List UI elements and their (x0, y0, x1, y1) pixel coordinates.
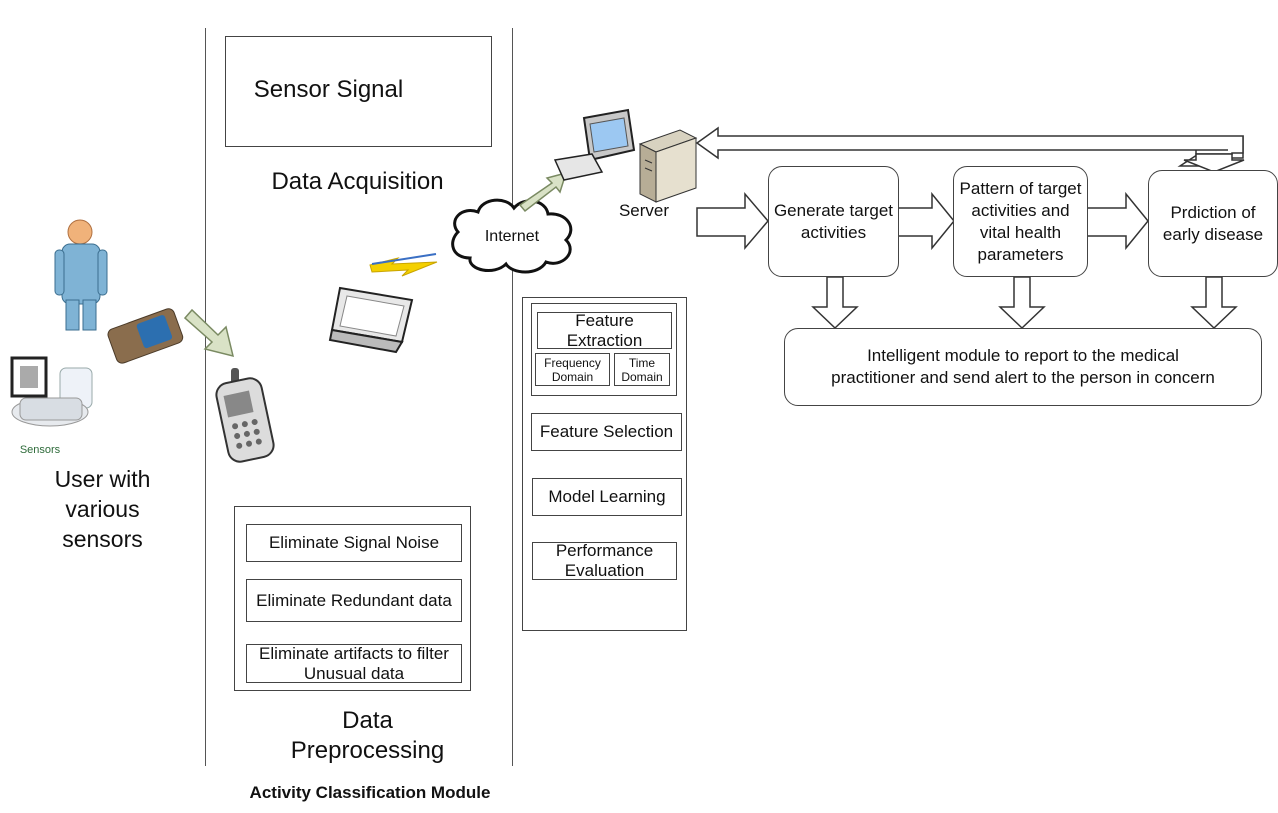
pattern-to-prediction-arrow (1086, 191, 1149, 251)
laptop-icon (328, 286, 414, 354)
frequency-domain-box: Frequency Domain (535, 353, 610, 386)
pattern-box: Pattern of target activities and vital h… (953, 166, 1088, 277)
person-icon (54, 219, 108, 331)
prediction-down-arrow (1190, 276, 1238, 330)
preprocess-step-artifacts: Eliminate artifacts to filter Unusual da… (246, 644, 462, 683)
pattern-label: Pattern of target activities and vital h… (959, 178, 1082, 264)
server-to-generate-arrow (696, 191, 769, 251)
sensors-caption: Sensors (19, 444, 61, 456)
separator-left (205, 28, 206, 766)
mobile-phone-icon (215, 368, 275, 463)
sensor-signal-box: Sensor Signal (225, 36, 492, 147)
internet-cloud-icon (451, 198, 573, 274)
feature-extraction-label: Feature Extraction (566, 310, 643, 350)
pattern-down-arrow (998, 276, 1046, 330)
user-to-phone-arrow (183, 308, 235, 358)
prediction-box: Prdiction of early disease (1148, 170, 1278, 277)
performance-evaluation-box: Performance Evaluation (532, 541, 677, 580)
feature-extraction-box: Feature Extraction (537, 310, 672, 350)
preprocess-step-redundant: Eliminate Redundant data (246, 579, 462, 622)
cloud-to-server-arrow (518, 171, 568, 213)
prediction-label: Prdiction of early disease (1162, 202, 1264, 244)
separator-right (512, 28, 513, 766)
sensors-icon (10, 356, 93, 427)
data-acquisition-title: Data Acquisition (271, 168, 444, 195)
generate-to-pattern-arrow (897, 191, 955, 251)
preprocess-step-artifacts-label: Eliminate artifacts to filter Unusual da… (259, 643, 449, 683)
time-domain-label: Time Domain (621, 355, 663, 384)
wireless-signal-icon (369, 253, 438, 277)
report-label: Intelligent module to report to the medi… (831, 346, 1215, 387)
feature-selection-label: Feature Selection (539, 422, 674, 441)
model-learning-box: Model Learning (532, 478, 682, 516)
preprocess-step-noise-label: Eliminate Signal Noise (268, 533, 440, 552)
wearable-device-icon (107, 308, 184, 364)
generate-activities-label: Generate target activities (773, 200, 894, 242)
feature-selection-box: Feature Selection (531, 413, 682, 451)
generate-activities-box: Generate target activities (768, 166, 899, 277)
time-domain-box: Time Domain (614, 353, 670, 386)
internet-label: Internet (484, 228, 540, 245)
sensor-signal-label: Sensor Signal (253, 75, 404, 103)
report-box: Intelligent module to report to the medi… (784, 328, 1262, 406)
server-label: Server (618, 201, 670, 220)
model-learning-label: Model Learning (548, 487, 666, 506)
performance-evaluation-label: Performance Evaluation (555, 541, 654, 580)
data-preprocessing-title: Data Preprocessing (290, 707, 445, 764)
preprocess-step-redundant-label: Eliminate Redundant data (256, 590, 452, 610)
preprocess-step-noise: Eliminate Signal Noise (246, 524, 462, 562)
server-icon (638, 129, 698, 203)
feedback-loop-arrow (695, 126, 1245, 173)
classification-caption: Activity Classification Module (249, 783, 491, 802)
frequency-domain-label: Frequency Domain (544, 355, 601, 384)
computer-icon (553, 108, 636, 181)
generate-down-arrow (811, 276, 859, 330)
user-label: User with various sensors (54, 466, 151, 552)
pipeline-arrows (696, 135, 1244, 330)
